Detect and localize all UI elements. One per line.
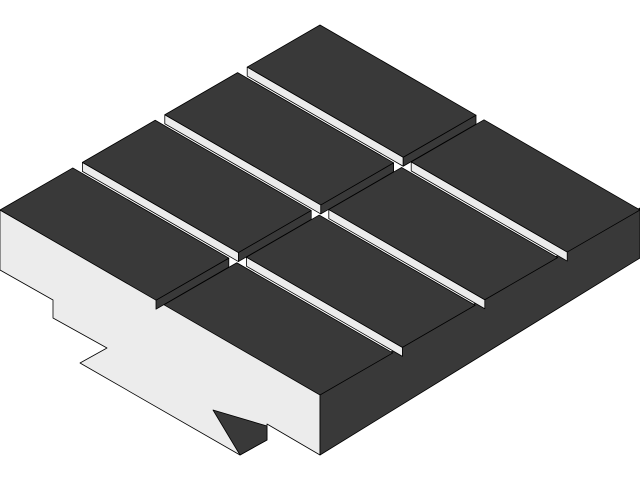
block-r2-c1: [164, 72, 395, 215]
block-r4-c1: [0, 167, 230, 310]
plate-blocks: [0, 24, 640, 396]
block-r4-c2: [163, 262, 394, 396]
block-r3-c2: [245, 214, 476, 357]
block-top-face: [82, 119, 312, 253]
bottom-notch-face: [212, 409, 268, 456]
block-top-face: [245, 214, 476, 348]
block-r2-c2: [328, 167, 558, 310]
block-r1-c2: [410, 119, 640, 262]
block-r3-c1: [82, 119, 312, 262]
block-r1-c1: [246, 24, 477, 167]
block-top-face: [164, 72, 395, 206]
block-top-face: [163, 262, 394, 396]
block-top-face: [328, 167, 558, 301]
block-top-face: [410, 119, 640, 253]
block-top-face: [0, 167, 230, 301]
block-top-face: [246, 24, 477, 158]
